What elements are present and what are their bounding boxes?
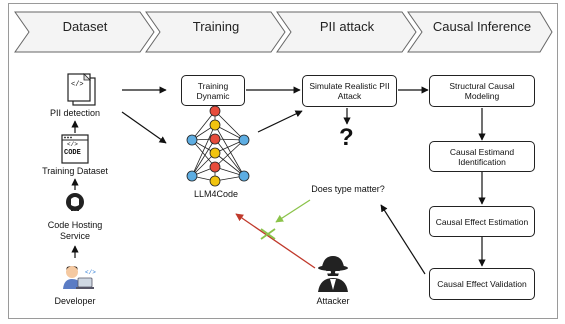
neural-network-icon — [186, 105, 250, 187]
arrow-pii-to-llm4code — [121, 111, 167, 144]
attacker-spy-icon — [318, 256, 348, 292]
causal-effect-estimation-box: Causal Effect Estimation — [429, 206, 535, 237]
code-hosting-service-label: Code Hosting Service — [47, 220, 103, 241]
developer-label: Developer — [54, 296, 96, 306]
attacker-label: Attacker — [316, 296, 350, 306]
arrow-llm4code-to-simulate — [257, 110, 303, 133]
code-window-text: CODE — [64, 149, 81, 157]
document-code-icon — [67, 73, 96, 106]
llm4code-label: LLM4Code — [193, 189, 239, 199]
stage-chevron-dataset — [14, 11, 155, 53]
developer-icon: </> — [63, 266, 96, 289]
stage-label-training: Training — [192, 19, 240, 34]
blocked-cross-icon — [260, 228, 276, 240]
does-type-matter-label: Does type matter? — [311, 184, 385, 194]
code-window-icon — [61, 134, 89, 164]
arrow-red-attacker-to-llm — [235, 213, 316, 269]
document-tag-text: </> — [71, 81, 84, 89]
structural-causal-modeling-box: Structural Causal Modeling — [429, 75, 535, 107]
stage-label-pii-attack: PII attack — [319, 19, 375, 34]
pii-detection-label: PII detection — [49, 108, 101, 118]
stage-label-causal-inference: Causal Inference — [432, 19, 532, 34]
causal-estimand-identification-box: Causal Estimand Identification — [429, 141, 535, 172]
stage-chevron-pii-attack — [276, 11, 417, 53]
simulate-attack-box: Simulate Realistic PII Attack — [302, 75, 397, 107]
arrow-validation-to-question — [380, 204, 426, 275]
code-window-tag-text: </> — [67, 141, 78, 148]
svg-text:</>: </> — [85, 269, 96, 276]
training-dynamic-box: Training Dynamic — [181, 75, 245, 106]
stage-chevron-training — [145, 11, 286, 53]
causal-effect-validation-box: Causal Effect Validation — [429, 268, 535, 300]
stage-chevron-causal-inference — [407, 11, 553, 53]
arrow-green-question-to-llm — [275, 199, 311, 223]
question-mark: ? — [339, 124, 354, 151]
training-dataset-label: Training Dataset — [42, 166, 108, 176]
github-icon — [66, 193, 84, 211]
stage-label-dataset: Dataset — [62, 19, 108, 34]
diagram-frame — [8, 3, 558, 319]
